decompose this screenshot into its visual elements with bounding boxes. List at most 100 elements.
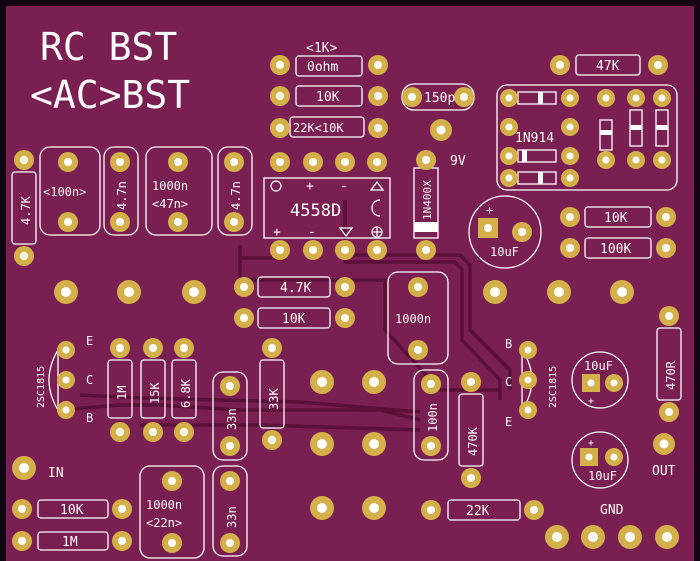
label-10uf-top: 10uF: [490, 245, 519, 259]
label-q-left-c: C: [86, 373, 93, 387]
capacitor-150p: 150p: [401, 83, 475, 111]
label-1n914: 1N914: [515, 131, 554, 146]
label-4-7n-b: 4.7n: [229, 181, 243, 210]
label-6-8k: 6.8K: [179, 378, 193, 408]
label-q-left-b: B: [86, 411, 93, 425]
resistor-10k-mid: 10K: [234, 307, 355, 329]
transistor-right: 2SC1815 B C E: [505, 337, 559, 429]
label-4-7n-a: 4.7n: [115, 181, 129, 210]
label-1k: <1K>: [306, 41, 337, 56]
capacitor-33n-a: 33n: [212, 371, 248, 461]
capacitor-1000n-47n: 1000n <47n>: [145, 146, 213, 236]
label-1000n-mid: 1000n: [395, 312, 431, 326]
label-33n-a: 33n: [225, 408, 239, 430]
label-1m-bottom: 1M: [62, 535, 78, 550]
label-100n: 100n: [426, 403, 440, 432]
label-1n400x: 1N400X: [421, 180, 434, 220]
resistor-6-8k: 6.8K: [171, 338, 197, 442]
label-100k: 100K: [600, 242, 631, 257]
diode-1n400x: 1N400X 9V: [413, 119, 466, 260]
resistor-1k-0ohm: <1K> 0ohm: [270, 41, 388, 77]
capacitor-4-7n-b: 4.7n: [217, 146, 253, 236]
capacitor-10uf-right: 10uF +: [571, 351, 629, 409]
board-title-line2: <AC>BST: [30, 73, 190, 117]
label-ic-plus-top: +: [306, 179, 314, 194]
resistor-4-7k-mid: 4.7K: [234, 276, 355, 298]
resistor-470k: 470K: [458, 372, 484, 488]
resistor-1m-bottom: 1M: [12, 531, 132, 551]
capacitor-33n-b: 33n: [212, 465, 248, 557]
resistor-22k-10k: 22K<10K: [270, 116, 388, 138]
label-10uf-top-plus: +: [486, 203, 493, 217]
label-q-left: 2SC1815: [36, 366, 47, 408]
label-9v: 9V: [450, 154, 466, 169]
resistor-10k-right: 10K: [560, 206, 676, 228]
capacitor-1000n-22n: 1000n <22n>: [139, 465, 205, 559]
label-1000n-bottom: 1000n: [146, 498, 182, 512]
label-100n-paren: <100n>: [43, 185, 86, 199]
label-4-7k-left: 4.7K: [19, 195, 33, 225]
label-10k-right: 10K: [604, 211, 628, 226]
resistor-1m: 1M: [107, 338, 133, 442]
pad-cluster-center: [310, 370, 386, 520]
label-gnd: GND: [600, 503, 624, 518]
label-10uf-right-plus: +: [588, 396, 594, 407]
resistor-33k: 33K: [259, 338, 285, 450]
label-10uf-bottom: 10uF: [588, 469, 617, 483]
diode-block-1n914: 1N914: [496, 84, 678, 191]
resistor-4-7k-left: 4.7K: [11, 150, 37, 266]
label-q-left-e: E: [86, 334, 93, 348]
label-ic-plus-bottom: +: [273, 225, 281, 240]
label-470k: 470K: [466, 426, 480, 456]
label-q-right-b: B: [505, 337, 512, 351]
label-0ohm: 0ohm: [307, 60, 338, 75]
label-10k-bottom: 10K: [60, 503, 84, 518]
label-in: IN: [48, 466, 64, 481]
label-1m: 1M: [115, 386, 129, 400]
label-q-right: 2SC1815: [548, 366, 559, 408]
capacitor-100n: 100n: [413, 369, 449, 461]
label-10k-top: 10K: [316, 90, 340, 105]
resistor-470r: 470R: [656, 306, 682, 422]
label-ic-minus-top: -: [340, 179, 348, 194]
label-47k: 47K: [596, 59, 620, 74]
label-4-7k-mid: 4.7K: [280, 281, 311, 296]
ic-4558d: + - 4558D + -: [263, 152, 391, 260]
capacitor-4-7n-a: 4.7n: [103, 146, 139, 236]
resistor-47k: 47K: [550, 54, 668, 76]
resistor-15k: 15K: [140, 338, 166, 442]
resistor-10k-top: 10K: [270, 85, 388, 107]
connector-in: IN: [12, 456, 64, 481]
capacitor-10uf-bottom: + 10uF: [571, 431, 629, 489]
label-q-right-c: C: [505, 375, 512, 389]
connector-gnd: GND: [545, 503, 679, 549]
label-ic-minus-bottom: -: [308, 225, 316, 240]
resistor-22k: 22K: [421, 499, 544, 521]
transistor-left: 2SC1815 E C B: [36, 334, 93, 425]
pad-row-middle: [54, 280, 634, 304]
label-33n-b: 33n: [225, 506, 239, 528]
label-33k: 33K: [267, 388, 281, 410]
label-10uf-bottom-plus: +: [588, 438, 594, 449]
resistor-10k-bottom: 10K: [12, 499, 132, 519]
label-10uf-right: 10uF: [584, 359, 613, 373]
label-10k-mid: 10K: [282, 312, 306, 327]
label-22k-10k: 22K<10K: [293, 121, 344, 135]
capacitor-100n-paren: <100n>: [39, 146, 101, 236]
label-47n-paren: <47n>: [152, 197, 188, 211]
label-q-right-e: E: [505, 415, 512, 429]
label-4558d: 4558D: [290, 201, 341, 221]
label-out: OUT: [652, 464, 676, 479]
board-title-line1: RC BST: [40, 25, 177, 69]
resistor-100k: 100K: [560, 237, 676, 259]
label-470r: 470R: [664, 360, 678, 390]
capacitor-10uf-top: + 10uF: [468, 195, 542, 269]
label-1000n: 1000n: [152, 179, 188, 193]
label-15k: 15K: [148, 382, 162, 404]
label-22k: 22K: [466, 504, 490, 519]
label-22n-paren: <22n>: [146, 516, 182, 530]
connector-out: OUT: [652, 433, 676, 479]
label-150p: 150p: [424, 91, 455, 106]
capacitor-1000n-mid: 1000n: [387, 271, 449, 365]
